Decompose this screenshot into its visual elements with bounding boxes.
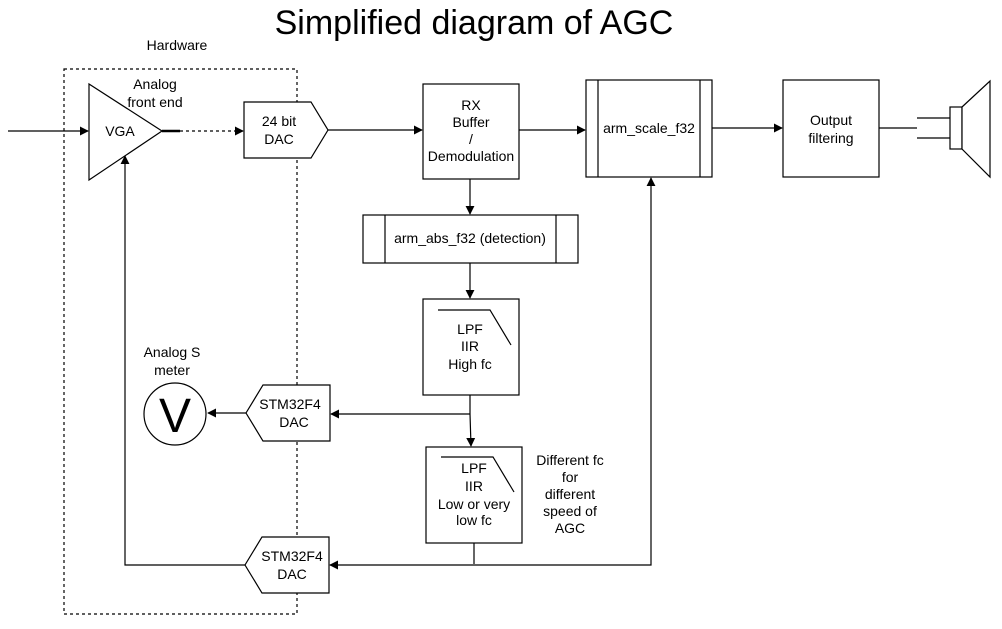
lpf-low-line-4: low fc xyxy=(456,512,492,528)
arm-abs-label: arm_abs_f32 (detection) xyxy=(394,230,546,246)
rx-buffer-block: RX Buffer / Demodulation xyxy=(422,83,520,180)
stm-dac-bottom-line-2: DAC xyxy=(277,566,307,582)
lpf-high-line-2: IIR xyxy=(461,338,479,354)
lpf-high-line-3: High fc xyxy=(448,356,492,372)
stm-dac-top-line-2: DAC xyxy=(279,414,309,430)
lpf-high-response-icon xyxy=(438,309,512,346)
stm-dac-bottom-line-1: STM32F4 xyxy=(261,548,323,564)
arm-scale-label: arm_scale_f32 xyxy=(603,120,695,136)
vga-note-line-1: Analog xyxy=(133,76,177,92)
vga-triangle xyxy=(88,82,164,182)
lpf-high-box xyxy=(422,298,520,396)
lpf-low-line-3: Low or very xyxy=(438,496,510,512)
stm-dac-bottom-block: STM32F4 DAC xyxy=(244,536,330,594)
lpf-high-line-1: LPF xyxy=(457,321,483,337)
to-arm-scale-arrow xyxy=(474,177,656,566)
stm-dac-top-shape xyxy=(245,384,331,442)
s-meter-block: V Analog S meter xyxy=(143,344,207,446)
arm-abs-box xyxy=(362,214,579,264)
arm-scale-box xyxy=(585,79,713,178)
s-meter-note-line-2: meter xyxy=(154,362,190,378)
annotation-line-4: speed of xyxy=(543,503,597,519)
fc-annotation: Different fc for different speed of AGC xyxy=(536,452,603,536)
hardware-label: Hardware xyxy=(147,37,208,53)
dac24-line-1: 24 bit xyxy=(262,113,296,129)
rx-buffer-line-2: Buffer xyxy=(452,114,489,130)
speaker-icon xyxy=(917,79,991,179)
lpf-low-line-1: LPF xyxy=(461,460,487,476)
s-meter-symbol: V xyxy=(159,390,191,443)
lpf-low-box xyxy=(425,446,523,544)
dac24-line-2: DAC xyxy=(264,131,294,147)
vga-label: VGA xyxy=(105,123,135,139)
to-vga-control-arrow xyxy=(120,155,246,566)
rx-buffer-box xyxy=(422,83,520,180)
annotation-line-2: for xyxy=(562,469,579,485)
diagram-title: Simplified diagram of AGC xyxy=(275,4,674,42)
stm-dac-top-line-1: STM32F4 xyxy=(259,396,321,412)
speaker-cone xyxy=(961,79,991,179)
annotation-line-3: different xyxy=(545,486,595,502)
to-lpf-low-arrow xyxy=(466,413,476,447)
rx-buffer-line-4: Demodulation xyxy=(428,148,514,164)
hardware-boundary xyxy=(63,68,298,615)
dac24-block: 24 bit DAC xyxy=(243,101,329,159)
s-meter-circle xyxy=(143,382,207,446)
stm-dac-top-block: STM32F4 DAC xyxy=(245,384,331,442)
annotation-line-5: AGC xyxy=(555,520,585,536)
arm-scale-block: arm_scale_f32 xyxy=(585,79,713,178)
lpf-low-response-icon xyxy=(441,456,515,493)
rx-buffer-line-1: RX xyxy=(461,97,481,113)
output-filtering-block: Output filtering xyxy=(782,79,880,178)
connections xyxy=(8,123,917,570)
lpf-low-line-2: IIR xyxy=(465,478,483,494)
output-filtering-line-2: filtering xyxy=(808,130,853,146)
dac24-shape xyxy=(243,101,329,159)
speaker-magnet xyxy=(949,106,963,150)
output-filtering-box xyxy=(782,79,880,178)
vga-block: VGA Analog front end xyxy=(88,76,183,182)
lpf-high-block: LPF IIR High fc xyxy=(422,298,520,396)
output-filtering-line-1: Output xyxy=(810,112,852,128)
rx-buffer-line-3: / xyxy=(469,131,473,147)
annotation-line-1: Different fc xyxy=(536,452,603,468)
lpf-low-block: LPF IIR Low or very low fc xyxy=(425,446,523,544)
arm-abs-block: arm_abs_f32 (detection) xyxy=(362,214,579,264)
s-meter-note-line-1: Analog S xyxy=(144,344,201,360)
vga-note-line-2: front end xyxy=(127,94,182,110)
stm-dac-bottom-shape xyxy=(244,536,330,594)
